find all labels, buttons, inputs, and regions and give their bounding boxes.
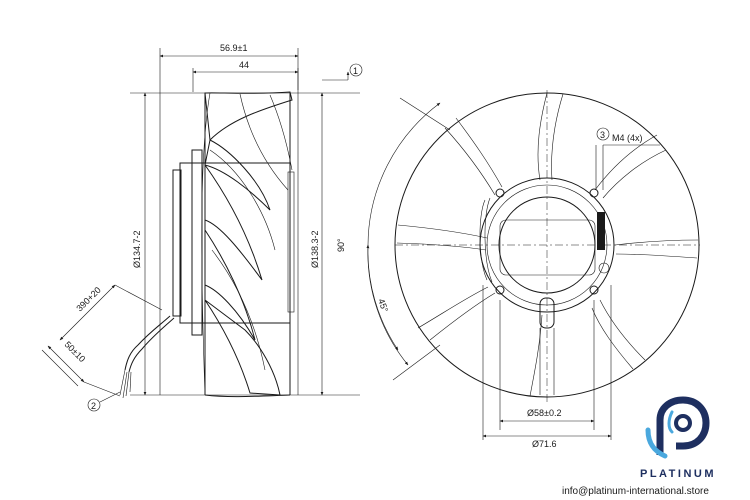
rating-plate (597, 212, 605, 250)
brand-name: PLATINUM (640, 468, 716, 480)
callout-1-label: 1 (353, 66, 358, 76)
dimension-cable-length (59, 284, 116, 341)
contact-email[interactable]: info@platinum-international.store (562, 486, 709, 497)
impeller-blades-side (201, 91, 293, 398)
outer-diameter-label: Ø138.3-2 (310, 230, 320, 268)
motor-flange (179, 162, 193, 324)
dimension-strip-length (47, 345, 85, 383)
cable-exit (539, 297, 555, 395)
cable-length-label: 390+20 (74, 285, 102, 313)
callout-2-circle (87, 398, 101, 412)
callout-1-circle (349, 63, 363, 77)
angle-45-label: 45° (376, 297, 390, 314)
cable (119, 315, 175, 399)
hole-circle-label: Ø71.6 (532, 439, 557, 449)
blade-depth-label: 44 (239, 60, 249, 70)
side-view: 56.9±1 44 1 Ø134.7-2 Ø138.3-2 (41, 43, 363, 412)
screw-spec-label: M4 (4x) (612, 133, 643, 143)
strip-length-label: 50±10 (63, 339, 88, 364)
callout-3-circle (596, 127, 610, 141)
callout-2-label: 2 (91, 401, 96, 411)
callout-3-label: 3 (600, 130, 605, 140)
hub-diameter-label: Ø58±0.2 (527, 408, 561, 418)
impeller-blades-front (396, 92, 699, 397)
hub-label-text (479, 197, 605, 283)
mounting-holes (495, 188, 610, 295)
overall-depth-label: 56.9±1 (220, 43, 247, 53)
front-view: 3 M4 (4x) 90° 45° Ø58±0.2 Ø71.6 (336, 90, 700, 449)
platinum-logo (645, 396, 710, 459)
angle-90-label: 90° (336, 238, 346, 252)
inlet-diameter-label: Ø134.7-2 (132, 230, 142, 268)
